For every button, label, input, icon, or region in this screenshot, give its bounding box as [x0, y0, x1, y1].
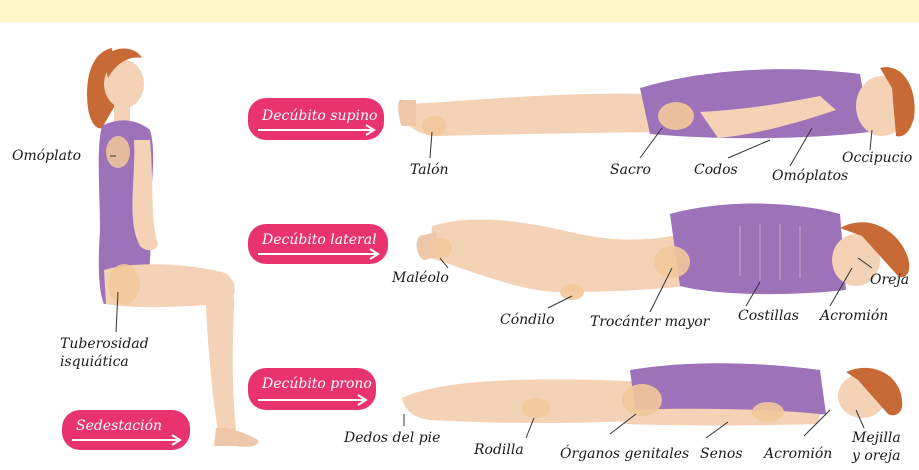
label-oreja: Oreja: [870, 272, 909, 288]
position-label-sedestacion: Sedestación: [76, 418, 162, 434]
leader-codos: [728, 140, 770, 158]
position-label-supino: Decúbito supino: [262, 108, 377, 124]
seated-figure: [87, 48, 258, 447]
leader-talon: [430, 132, 432, 158]
label-trocanter: Trocánter mayor: [590, 314, 709, 330]
label-condilo: Cóndilo: [500, 312, 555, 328]
label-tuberosidad-line2: isquiática: [60, 354, 129, 370]
label-maleolo: Maléolo: [392, 270, 449, 286]
label-occipucio: Occipucio: [842, 150, 912, 166]
label-dedos: Dedos del pie: [344, 430, 440, 446]
label-mejilla-line1: Mejilla: [852, 430, 901, 446]
position-label-prono: Decúbito prono: [262, 376, 372, 392]
label-organos: Órganos genitales: [560, 446, 689, 462]
label-mejilla-line2: y oreja: [852, 448, 900, 464]
label-acromion-lateral: Acromión: [820, 308, 888, 324]
label-senos: Senos: [700, 446, 743, 462]
label-omoplatos: Omóplatos: [772, 168, 848, 184]
leader-condilo: [548, 296, 572, 308]
label-tuberosidad-line1: Tuberosidad: [60, 336, 149, 352]
label-costillas: Costillas: [738, 308, 799, 324]
label-omoplato: Omóplato: [12, 148, 81, 164]
prone-figure: [402, 363, 902, 425]
position-label-lateral: Decúbito lateral: [262, 232, 377, 248]
label-rodilla: Rodilla: [474, 442, 524, 458]
label-codos: Codos: [694, 162, 738, 178]
label-acromion-prone: Acromión: [764, 446, 832, 462]
supine-figure: [398, 67, 914, 138]
label-sacro: Sacro: [610, 162, 651, 178]
label-talon: Talón: [410, 162, 449, 178]
